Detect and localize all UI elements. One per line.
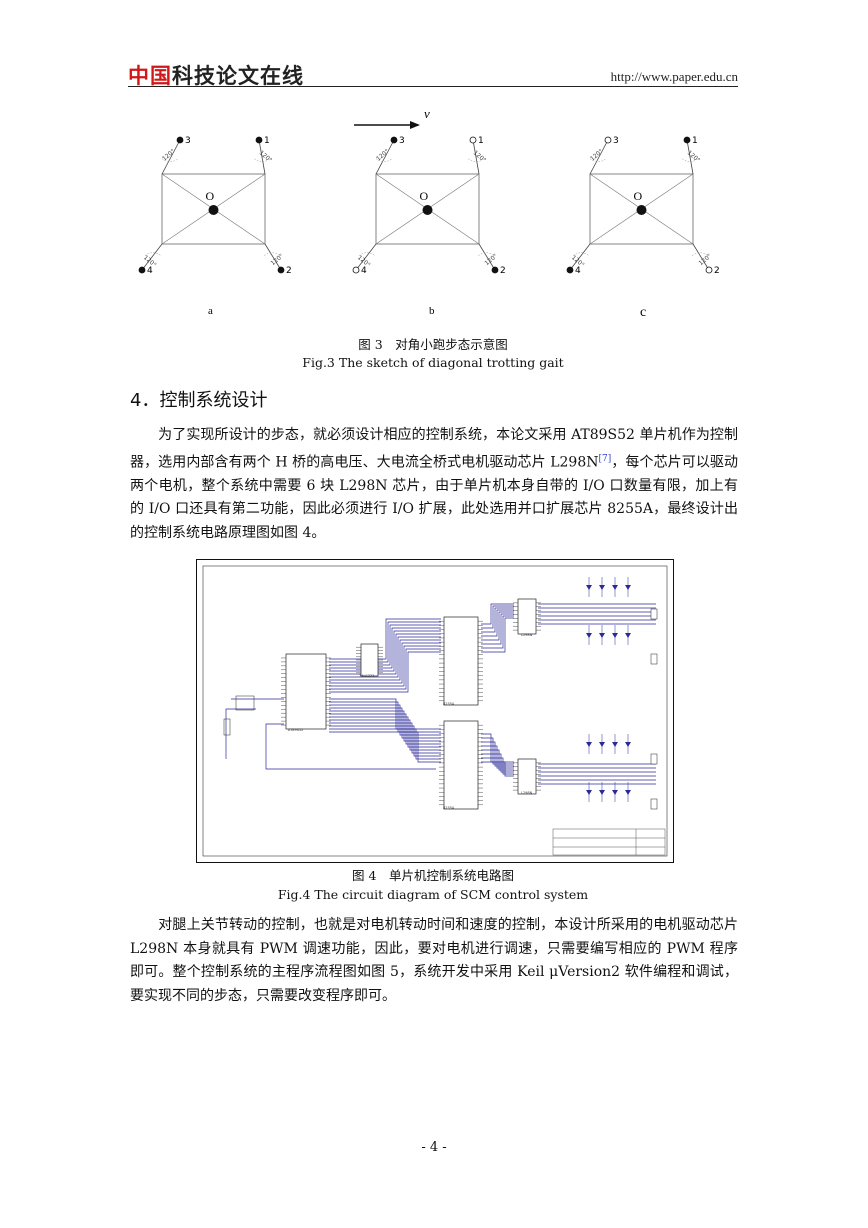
center-label: O [206, 189, 215, 203]
chip-label-ppi-1: 8255A [443, 702, 455, 706]
foot-4 [138, 266, 146, 274]
leg-number: 4 [575, 266, 581, 276]
body-rectangle [589, 173, 694, 245]
logo-red-text: 中国 [128, 64, 172, 88]
leg-number: 3 [185, 136, 191, 146]
paragraph-1-text-b: ，每个芯片可以驱动两个电机，整个系统中需要 6 块 L298N 芯片，由于单片机… [130, 454, 739, 541]
figure-3-gait-diagram: v O3120°1120°4120°2120°O3120°1120°4120°2… [138, 106, 720, 320]
motor-connector [650, 608, 658, 620]
reset-switch [223, 718, 231, 736]
leg-number: 2 [714, 266, 720, 276]
foot-3 [390, 136, 398, 144]
chip-label-latch: 74LS373 [359, 674, 374, 678]
center-of-mass [636, 205, 647, 215]
figure-4-caption-en: Fig.4 The circuit diagram of SCM control… [277, 887, 589, 902]
panel-label-a: a [208, 305, 213, 317]
foot-3 [604, 136, 612, 144]
motor-connector [650, 798, 658, 810]
logo-text: 科技论文在线 [172, 64, 304, 88]
figure-4-caption-cn: 图 4 单片机控制系统电路图 [352, 868, 514, 883]
leg-number: 2 [500, 266, 506, 276]
journal-logo: 中国科技论文在线 [128, 60, 304, 90]
body-rectangle [161, 173, 266, 245]
ppi-chip-1 [439, 616, 483, 706]
velocity-label: v [424, 106, 430, 121]
panel-label-b: b [429, 305, 435, 317]
motor-connector [650, 753, 658, 765]
driver-chip-2 [513, 758, 541, 795]
section-title: 4．控制系统设计 [130, 390, 268, 411]
paragraph-1: 为了实现所设计的步态，就必须设计相应的控制系统，本论文采用 AT89S52 单片… [130, 424, 738, 545]
header-url[interactable]: http://www.paper.edu.cn [610, 69, 738, 84]
center-label: O [420, 189, 429, 203]
chip-label-mcu: AT89S52 [288, 728, 303, 732]
leg-number: 3 [613, 136, 619, 146]
leg-number: 2 [286, 266, 292, 276]
foot-2 [491, 266, 499, 274]
leg-number: 3 [399, 136, 405, 146]
leg-number: 4 [361, 266, 367, 276]
center-label: O [634, 189, 643, 203]
paragraph-1-text-a: 为了实现所设计的步态，就必须设计相应的控制系统，本论文采用 AT89S52 单片… [130, 427, 738, 471]
angle-label: 120° [258, 149, 274, 164]
chip-label-driver-2: L298N [521, 791, 533, 795]
leg-number: 4 [147, 266, 153, 276]
panel-label-c: c [640, 305, 646, 320]
header-rule [128, 86, 738, 87]
motor-connector [650, 653, 658, 665]
page-number: - 4 - [421, 1140, 447, 1155]
leg-number: 1 [692, 136, 698, 146]
figure-3-caption-en: Fig.3 The sketch of diagonal trotting ga… [302, 355, 564, 370]
foot-3 [176, 136, 184, 144]
figure-4-circuit-diagram: AT89S52 74LS373 8255A 8255A L298N L298N [196, 559, 674, 863]
leg-number: 1 [264, 136, 270, 146]
center-of-mass [208, 205, 219, 215]
foot-1 [469, 136, 477, 144]
foot-1 [255, 136, 263, 144]
center-of-mass [422, 205, 433, 215]
foot-4 [566, 266, 574, 274]
crystal-oscillator [235, 695, 255, 711]
leg-number: 1 [478, 136, 484, 146]
citation-ref-7[interactable]: [7] [598, 453, 612, 464]
foot-2 [705, 266, 713, 274]
chip-label-ppi-2: 8255A [443, 806, 455, 810]
diode-array-2 [586, 734, 631, 802]
foot-4 [352, 266, 360, 274]
angle-label: 120° [472, 149, 488, 164]
latch-chip [356, 643, 383, 677]
angle-label: 120° [686, 149, 702, 164]
figure-3-caption-cn: 图 3 对角小跑步态示意图 [358, 337, 508, 352]
driver-chip-1 [513, 598, 541, 635]
foot-1 [683, 136, 691, 144]
foot-2 [277, 266, 285, 274]
diode-array-1 [586, 577, 631, 645]
paragraph-2: 对腿上关节转动的控制，也就是对电机转动时间和速度的控制，本设计所采用的电机驱动芯… [130, 917, 738, 1004]
mcu-chip [281, 653, 331, 730]
velocity-arrow [354, 121, 420, 129]
title-block [552, 828, 666, 856]
ppi-chip-2 [439, 720, 483, 810]
body-rectangle [375, 173, 480, 245]
chip-label-driver-1: L298N [521, 633, 533, 637]
